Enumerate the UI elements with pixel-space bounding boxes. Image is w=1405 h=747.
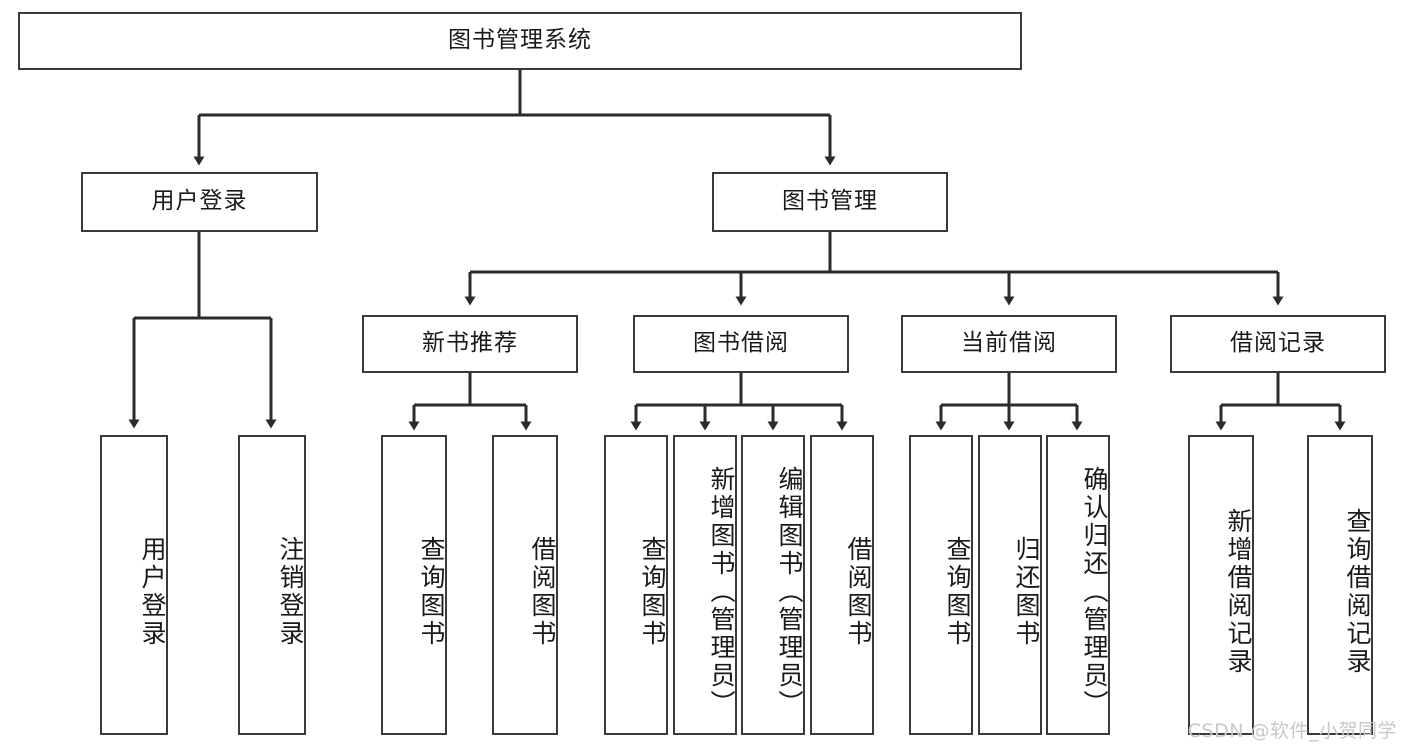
leaf-current-query-book[interactable]: 查询图书 [909,435,973,735]
leaf-borrow-edit-book-admin[interactable]: 编辑图书（管理员） [741,435,805,735]
node-book-borrow[interactable]: 图书借阅 [633,315,849,373]
node-borrow-record[interactable]: 借阅记录 [1170,315,1386,373]
csdn-watermark: CSDN @软件_小贺同学 [1187,720,1397,742]
node-user-login-label: 用户登录 [151,188,248,215]
node-borrow-record-label: 借阅记录 [1230,330,1326,357]
leaf-user-login-signout-label: 注销登录 [276,536,305,648]
leaf-borrow-add-book-admin-label: 新增图书（管理员） [707,466,736,718]
leaf-borrow-borrow-book-label: 借阅图书 [844,536,873,648]
leaf-user-login-signin-label: 用户登录 [138,536,167,648]
node-book-borrow-label: 图书借阅 [693,330,789,357]
leaf-current-confirm-return-admin-label: 确认归还（管理员） [1080,466,1109,718]
leaf-record-add-label: 新增借阅记录 [1224,508,1253,676]
leaf-record-add[interactable]: 新增借阅记录 [1188,435,1254,735]
node-book-management-label: 图书管理 [782,188,878,215]
leaf-current-return-book-label: 归还图书 [1012,536,1041,648]
leaf-new-book-borrow-label: 借阅图书 [528,536,557,648]
leaf-user-login-signout[interactable]: 注销登录 [238,435,306,735]
node-user-login[interactable]: 用户登录 [81,172,318,232]
leaf-borrow-query-book[interactable]: 查询图书 [604,435,668,735]
leaf-current-query-book-label: 查询图书 [943,536,972,648]
node-root-system-label: 图书管理系统 [448,27,592,54]
leaf-record-query-label: 查询借阅记录 [1343,508,1372,676]
node-current-borrow[interactable]: 当前借阅 [901,315,1117,373]
node-new-book-recommend-label: 新书推荐 [422,330,518,357]
node-root-system[interactable]: 图书管理系统 [18,12,1022,70]
node-book-management[interactable]: 图书管理 [712,172,948,232]
leaf-current-return-book[interactable]: 归还图书 [978,435,1042,735]
leaf-new-book-query-label: 查询图书 [417,536,446,648]
node-current-borrow-label: 当前借阅 [961,330,1057,357]
leaf-current-confirm-return-admin[interactable]: 确认归还（管理员） [1046,435,1110,735]
leaf-borrow-add-book-admin[interactable]: 新增图书（管理员） [673,435,737,735]
leaf-borrow-edit-book-admin-label: 编辑图书（管理员） [775,466,804,718]
leaf-record-query[interactable]: 查询借阅记录 [1307,435,1373,735]
node-new-book-recommend[interactable]: 新书推荐 [362,315,578,373]
leaf-user-login-signin[interactable]: 用户登录 [100,435,168,735]
leaf-new-book-query[interactable]: 查询图书 [381,435,447,735]
leaf-new-book-borrow[interactable]: 借阅图书 [492,435,558,735]
leaf-borrow-query-book-label: 查询图书 [638,536,667,648]
leaf-borrow-borrow-book[interactable]: 借阅图书 [810,435,874,735]
